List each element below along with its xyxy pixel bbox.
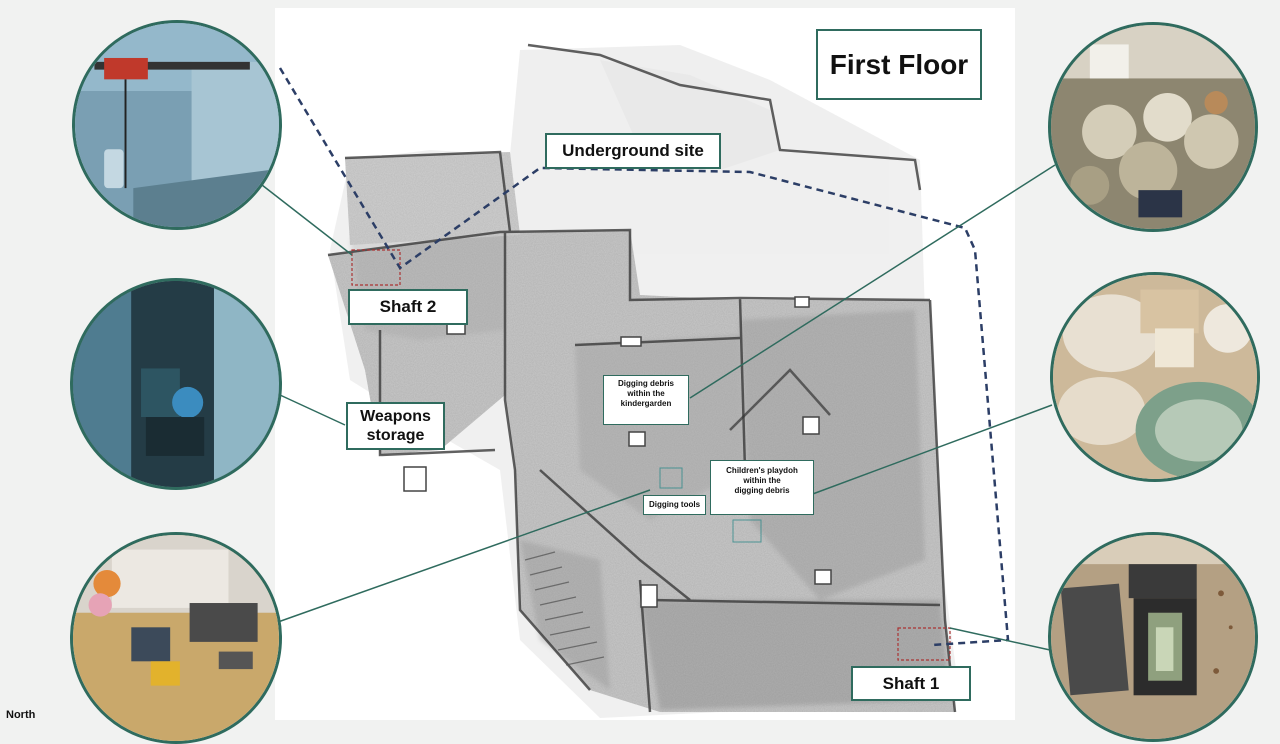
digging-debris-line3: kindergarden bbox=[620, 399, 672, 408]
shaft-2-text: Shaft 2 bbox=[379, 297, 437, 316]
closet-icon bbox=[73, 281, 279, 487]
weapons-storage-line1: Weapons bbox=[360, 408, 431, 425]
underground-site-label: Underground site bbox=[545, 133, 721, 169]
photo-shaft-hoist bbox=[72, 20, 282, 230]
compass-text: North bbox=[6, 709, 36, 721]
photo-room-tools bbox=[70, 532, 282, 744]
digging-debris-line2: within the bbox=[627, 389, 665, 398]
photo-shaft-opening bbox=[1048, 532, 1258, 742]
digging-tools-label: Digging tools bbox=[643, 495, 706, 515]
playdoh-marker bbox=[732, 519, 762, 543]
column-markers bbox=[403, 296, 832, 608]
weapons-storage-label: Weapons storage bbox=[346, 402, 445, 450]
callout-lines bbox=[261, 164, 1056, 651]
shaft-2-label: Shaft 2 bbox=[348, 289, 468, 325]
rubble-icon bbox=[1051, 25, 1255, 229]
sacks-icon bbox=[1053, 275, 1257, 479]
compass-label: North bbox=[6, 709, 35, 721]
page-title: First Floor bbox=[816, 29, 982, 100]
shaft-1-text: Shaft 1 bbox=[882, 674, 940, 693]
photo-debris-sacks bbox=[1050, 272, 1260, 482]
playdoh-line2: within the bbox=[743, 476, 781, 485]
tools-icon bbox=[73, 535, 279, 741]
playdoh-label: Children's playdoh within the digging de… bbox=[710, 460, 814, 515]
playdoh-line1: Children's playdoh bbox=[726, 466, 798, 475]
page-title-text: First Floor bbox=[829, 49, 969, 80]
playdoh-line3: digging debris bbox=[734, 486, 790, 495]
shaft-icon bbox=[1051, 535, 1255, 739]
photo-debris-pile bbox=[1048, 22, 1258, 232]
photo-weapons-closet bbox=[70, 278, 282, 490]
underground-site-text: Underground site bbox=[562, 141, 704, 160]
digging-tools-marker bbox=[659, 467, 683, 489]
building-scan bbox=[328, 152, 955, 712]
digging-debris-line1: Digging debris bbox=[618, 379, 674, 388]
digging-tools-text: Digging tools bbox=[648, 500, 701, 509]
staircase bbox=[524, 551, 605, 666]
digging-debris-label: Digging debris within the kindergarden bbox=[603, 375, 689, 425]
hoist-icon bbox=[75, 23, 279, 227]
weapons-storage-line2: storage bbox=[366, 427, 425, 444]
underground-site-outline bbox=[278, 67, 1010, 647]
shaft-1-label: Shaft 1 bbox=[851, 666, 971, 701]
playground-structure bbox=[729, 368, 831, 431]
